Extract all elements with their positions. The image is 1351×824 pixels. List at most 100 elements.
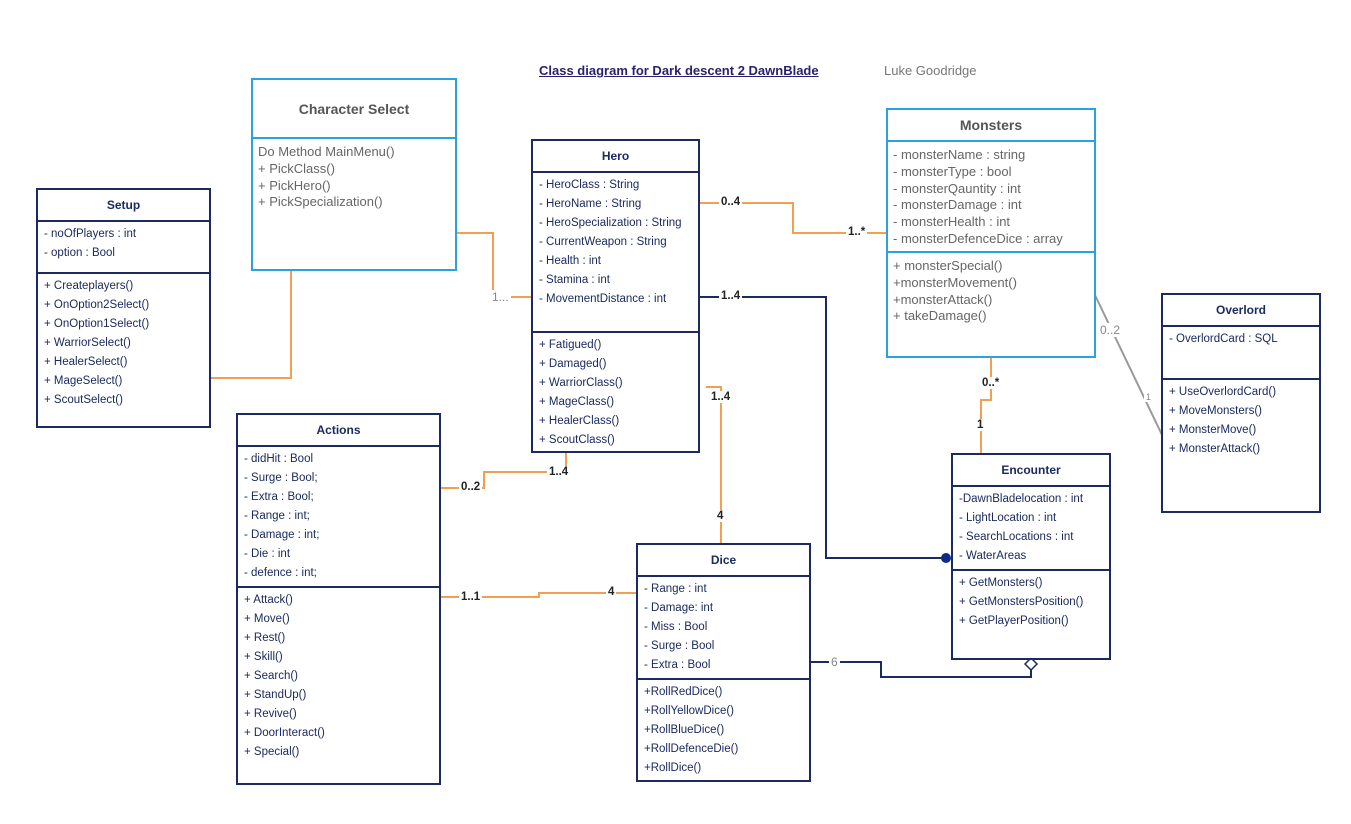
method: + monsterSpecial() <box>893 258 1003 273</box>
link-hero-monsters <box>698 202 888 234</box>
method: + ScoutClass() <box>539 434 615 446</box>
attribute: - monsterName : string <box>893 147 1026 162</box>
attribute: - Stamina : int <box>539 274 610 286</box>
method: +monsterAttack() <box>893 291 993 307</box>
attribute: - Damage: int <box>644 602 714 614</box>
attribute: - OverlordCard : SQL <box>1169 333 1278 345</box>
method: + Fatigued() <box>539 339 602 351</box>
attribute: - monsterHealth : int <box>893 214 1011 230</box>
attribute: - Extra : Bool; <box>244 491 314 503</box>
author-name: Luke Goodridge <box>884 63 977 78</box>
attribute: - LightLocation : int <box>959 512 1057 524</box>
class-monsters[interactable]: Monsters - monsterName : string - monste… <box>886 108 1096 358</box>
method: + Createplayers() <box>44 280 134 292</box>
mult-dice-encounter: 6 <box>829 655 840 669</box>
aggregation-diamond <box>1023 656 1039 672</box>
class-setup-attributes: - noOfPlayers : int - option : Bool <box>38 222 209 274</box>
class-monsters-name: Monsters <box>888 110 1094 142</box>
class-monsters-attributes: - monsterName : string - monsterType : b… <box>888 142 1094 253</box>
method: + OnOption1Select() <box>44 318 150 330</box>
method: + GetMonstersPosition() <box>959 596 1084 608</box>
attribute: - monsterDefenceDice : array <box>893 230 1063 246</box>
link-charselect-hero <box>456 232 532 298</box>
class-overlord[interactable]: Overlord - OverlordCard : SQL + UseOverl… <box>1161 293 1321 513</box>
link-setup-charselect <box>210 270 292 379</box>
class-actions[interactable]: Actions - didHit : Bool - Surge : Bool; … <box>236 413 441 785</box>
attribute: - monsterQauntity : int <box>893 180 1021 196</box>
link-dice-encounter <box>810 661 1032 678</box>
class-hero-methods: + Fatigued() + Damaged() + WarriorClass(… <box>533 333 698 451</box>
attribute: - HeroName : String <box>539 198 642 210</box>
mult-actions-dice-actions: 1..1 <box>459 591 483 603</box>
class-overlord-attributes: - OverlordCard : SQL <box>1163 327 1319 380</box>
link-hero-encounter <box>698 296 946 559</box>
method: + PickClass() <box>258 160 335 176</box>
method: + Special() <box>244 746 300 758</box>
class-character-select[interactable]: Character Select Do Method MainMenu() + … <box>251 78 457 271</box>
mult-monsters-overlord-overlord: 1 <box>1144 392 1154 402</box>
method: + HealerClass() <box>539 415 620 427</box>
attribute: - Die : int <box>244 548 291 560</box>
mult-charselect-hero: 1... <box>490 290 511 304</box>
method: + WarriorSelect() <box>44 337 131 349</box>
attribute: - monsterDamage : int <box>893 197 1022 213</box>
method: + MoveMonsters() <box>1169 405 1262 417</box>
class-dice-name: Dice <box>638 545 809 577</box>
mult-monsters-overlord-monster: 0..2 <box>1098 323 1123 337</box>
method: + takeDamage() <box>893 308 987 324</box>
mult-hero-encounter: 1..4 <box>719 290 743 302</box>
class-encounter[interactable]: Encounter -DawnBladelocation : int - Lig… <box>951 453 1111 660</box>
attribute: - defence : int; <box>244 567 317 579</box>
method: + WarriorClass() <box>539 377 623 389</box>
attribute: - HeroSpecialization : String <box>539 217 682 229</box>
method: + Revive() <box>244 708 297 720</box>
class-actions-name: Actions <box>238 415 439 447</box>
class-actions-attributes: - didHit : Bool - Surge : Bool; - Extra … <box>238 447 439 588</box>
method: +RollYellowDice() <box>644 705 735 717</box>
method: +RollBlueDice() <box>644 724 725 736</box>
mult-hero-monsters-monster: 1..* <box>846 226 868 238</box>
method: + PickHero() <box>258 177 331 193</box>
class-character-select-methods: Do Method MainMenu() + PickClass() + Pic… <box>253 139 455 269</box>
class-actions-methods: + Attack() + Move() + Rest() + Skill() +… <box>238 588 439 783</box>
attribute: - Extra : Bool <box>644 659 711 671</box>
method: + Move() <box>244 613 290 625</box>
attribute: -DawnBladelocation : int <box>959 493 1084 505</box>
method: + GetMonsters() <box>959 577 1043 589</box>
method: + MageClass() <box>539 396 615 408</box>
class-hero-name: Hero <box>533 141 698 173</box>
diagram-title: Class diagram for Dark descent 2 DawnBla… <box>539 63 819 78</box>
method: + MageSelect() <box>44 375 123 387</box>
mult-monsters-encounter-encounter: 1 <box>975 419 986 431</box>
attribute: - MovementDistance : int <box>539 293 667 305</box>
mult-hero-monsters-hero: 0..4 <box>719 196 743 208</box>
mult-monsters-encounter-monster: 0..* <box>980 377 1002 389</box>
mult-actions-dice-dice: 4 <box>606 586 617 598</box>
class-setup-name: Setup <box>38 190 209 222</box>
mult-hero-actions-hero: 1..4 <box>547 466 571 478</box>
method: + Attack() <box>244 594 293 606</box>
class-setup[interactable]: Setup - noOfPlayers : int - option : Boo… <box>36 188 211 428</box>
class-hero-attributes: - HeroClass : String - HeroName : String… <box>533 173 698 333</box>
class-monsters-methods: + monsterSpecial() +monsterMovement() +m… <box>888 253 1094 356</box>
method: + HealerSelect() <box>44 356 128 368</box>
link-hero-encounter-endpoint <box>941 553 951 563</box>
method: +RollDefenceDie() <box>644 743 739 755</box>
class-dice[interactable]: Dice - Range : int - Damage: int - Miss … <box>636 543 811 782</box>
class-hero[interactable]: Hero - HeroClass : String - HeroName : S… <box>531 139 700 453</box>
method: +RollRedDice() <box>644 686 723 698</box>
attribute: - Surge : Bool; <box>244 472 318 484</box>
method: +RollDice() <box>644 762 702 774</box>
link-hero-dice <box>706 386 722 545</box>
method: +monsterMovement() <box>893 274 1017 290</box>
attribute: - Health : int <box>539 255 601 267</box>
link-monsters-overlord <box>1093 292 1164 438</box>
attribute: - Miss : Bool <box>644 621 708 633</box>
attribute: - Surge : Bool <box>644 640 715 652</box>
method: + MonsterMove() <box>1169 424 1257 436</box>
attribute: - monsterType : bool <box>893 163 1012 179</box>
method: + Damaged() <box>539 358 607 370</box>
class-dice-methods: +RollRedDice() +RollYellowDice() +RollBl… <box>638 680 809 780</box>
method: + PickSpecialization() <box>258 194 383 210</box>
method: + Skill() <box>244 651 283 663</box>
